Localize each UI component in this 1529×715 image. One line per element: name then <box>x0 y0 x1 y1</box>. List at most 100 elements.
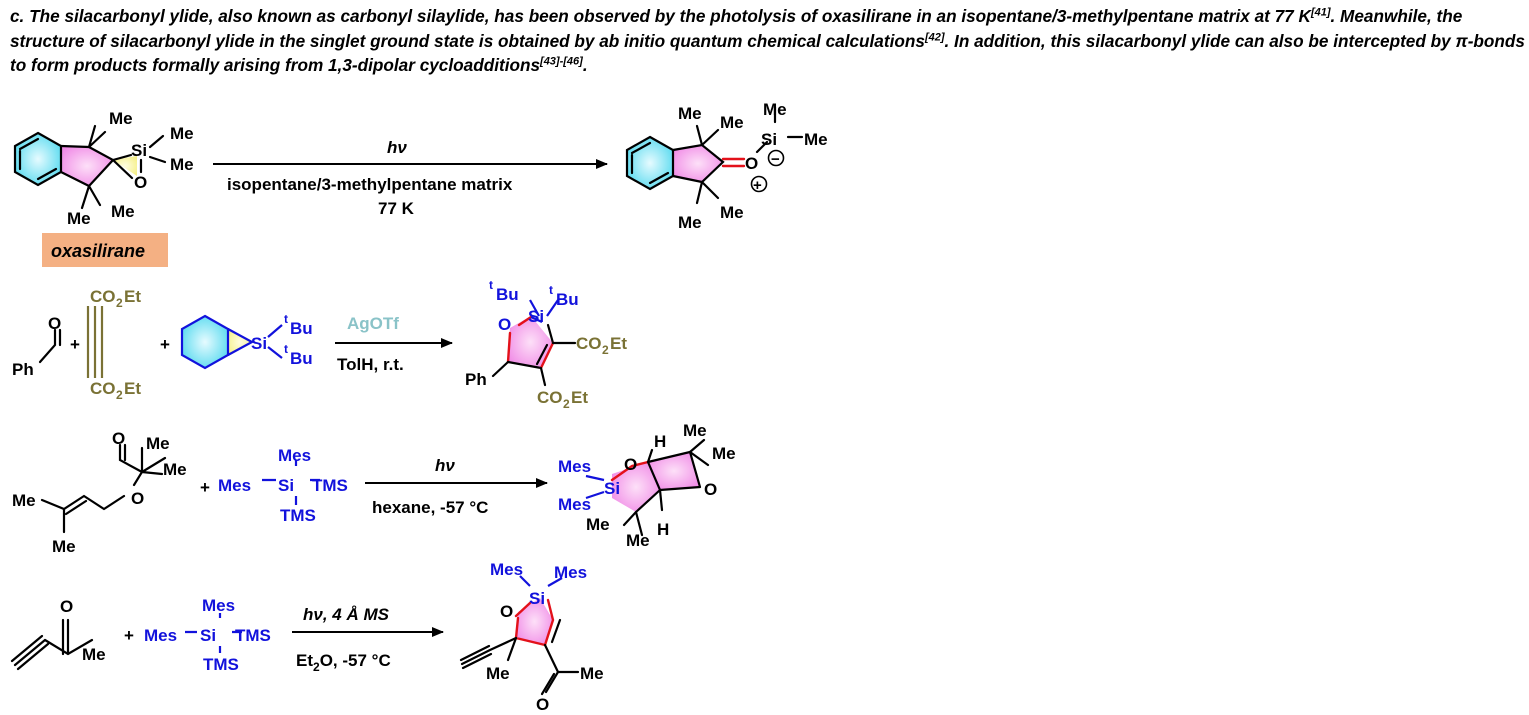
atom-et: Et <box>610 334 627 353</box>
atom-me: Me <box>580 664 604 683</box>
atom-mes: Mes <box>490 560 523 579</box>
oxasilole-product-structure: Mes Mes Si O Me Me O <box>459 560 604 714</box>
minus-charge-icon <box>767 149 785 167</box>
silirane-structure: Si t Bu t Bu <box>180 312 313 370</box>
atom-co: CO <box>90 287 116 306</box>
atom-me: Me <box>12 491 36 510</box>
plus-sign: + <box>70 335 80 354</box>
atom-o: O <box>745 154 758 173</box>
superscript-t: t <box>489 278 493 292</box>
atom-o: O <box>498 315 511 334</box>
atom-o: O <box>60 597 73 616</box>
silacarbonyl-ylide-structure: Me Me Me Si Me O − + Me Me <box>625 100 828 232</box>
atom-si: Si <box>200 626 216 645</box>
diester-alkyne-structure: CO 2 Et CO 2 Et <box>86 287 141 402</box>
atom-h: H <box>657 520 669 539</box>
plus-sign: + <box>124 626 134 645</box>
atom-ph: Ph <box>465 370 487 389</box>
superscript-t: t <box>284 342 288 356</box>
atom-me: Me <box>52 537 76 556</box>
disilane-reagent-structure: Mes Mes Si TMS TMS <box>144 596 271 674</box>
atom-ph: Ph <box>12 360 34 379</box>
scheme-1: Me Si O Me Me Me Me oxasilirane hν isope… <box>13 100 828 267</box>
atom-me: Me <box>683 421 707 440</box>
subscript-2: 2 <box>116 388 123 402</box>
atom-et: Et <box>571 388 588 407</box>
atom-me: Me <box>163 460 187 479</box>
oxasilirane-structure: Me Si O Me Me Me Me <box>13 109 194 228</box>
subscript-2: 2 <box>116 296 123 310</box>
superscript-t: t <box>284 312 288 326</box>
reagent-hv: hν <box>435 456 455 475</box>
allyl-ether-aldehyde-structure: O Me Me O Me Me <box>12 429 187 556</box>
plus-charge-icon <box>750 175 768 193</box>
atom-bu: Bu <box>290 319 313 338</box>
plus-sign: + <box>200 478 210 497</box>
benzaldehyde-structure: O Ph <box>12 314 61 379</box>
atom-o: O <box>624 455 637 474</box>
atom-me: Me <box>626 531 650 550</box>
atom-et: Et <box>124 287 141 306</box>
intro-sentence-1: The silacarbonyl ylide, also known as ca… <box>29 6 1311 26</box>
atom-me: Me <box>763 100 787 119</box>
atom-si: Si <box>251 334 267 353</box>
disilane-reagent-structure: Mes Mes Si TMS TMS <box>218 446 348 525</box>
atom-o: O <box>48 314 61 333</box>
atom-si: Si <box>761 130 777 149</box>
plus-sign: + <box>160 335 170 354</box>
atom-mes: Mes <box>558 457 591 476</box>
charge-plus: + <box>753 177 762 194</box>
atom-et: Et <box>124 379 141 398</box>
atom-mes: Mes <box>558 495 591 514</box>
atom-h: H <box>654 432 666 451</box>
ref-43-46: [43]-[46] <box>540 55 583 68</box>
butynone-structure: O Me <box>10 597 106 671</box>
atom-co: CO <box>576 334 602 353</box>
intro-sentence-4: . <box>582 55 588 76</box>
condition-hexane: hexane, -57 °C <box>372 498 488 517</box>
ref-42: [42] <box>924 30 945 43</box>
atom-co: CO <box>537 388 563 407</box>
oxasilirane-label: oxasilirane <box>51 241 145 261</box>
atom-bu: Bu <box>496 285 519 304</box>
atom-o: O <box>112 429 125 448</box>
atom-me: Me <box>586 515 610 534</box>
atom-si: Si <box>278 476 294 495</box>
atom-tms: TMS <box>312 476 348 495</box>
charge-minus: − <box>771 151 780 168</box>
atom-me: Me <box>170 155 194 174</box>
atom-me: Me <box>720 113 744 132</box>
intro-sentence-2: . Meanwhile, the structure of silacarbon… <box>10 6 1463 51</box>
condition-temperature: 77 K <box>378 199 415 218</box>
atom-mes: Mes <box>554 563 587 582</box>
atom-tms: TMS <box>280 506 316 525</box>
atom-me: Me <box>67 209 91 228</box>
atom-mes: Mes <box>218 476 251 495</box>
reagent-hv: hν <box>387 138 407 157</box>
ref-41: [41] <box>1310 6 1331 19</box>
atom-o: O <box>500 602 513 621</box>
oxasilirane-label-bg <box>42 233 168 267</box>
reagent-hv-ms: hν, 4 Å MS <box>303 605 390 624</box>
atom-me: Me <box>804 130 828 149</box>
atom-o: O <box>131 489 144 508</box>
atom-me: Me <box>712 444 736 463</box>
scheme-4: O Me + Mes Mes Si TMS TMS hν, 4 Å MS Et2… <box>10 560 604 714</box>
atom-me: Me <box>678 213 702 232</box>
atom-mes: Mes <box>144 626 177 645</box>
atom-me: Me <box>146 434 170 453</box>
atom-me: Me <box>170 124 194 143</box>
scheme-2: O Ph + CO 2 Et CO 2 Et + Si t Bu t Bu <box>12 278 627 411</box>
bicyclic-product-structure: H Me Me O O Mes Si Mes Me Me H <box>558 421 736 550</box>
subscript-2: 2 <box>563 397 570 411</box>
atom-tms: TMS <box>235 626 271 645</box>
atom-bu: Bu <box>556 290 579 309</box>
superscript-t: t <box>549 283 553 297</box>
atom-mes: Mes <box>278 446 311 465</box>
intro-paragraph: c. The silacarbonyl ylide, also known as… <box>10 4 1525 78</box>
atom-si: Si <box>529 589 545 608</box>
atom-bu: Bu <box>290 349 313 368</box>
condition-tolh: TolH, r.t. <box>337 355 404 374</box>
oxasilolene-product-structure: O Si t Bu t Bu CO 2 Et CO 2 Et Ph <box>465 278 627 411</box>
